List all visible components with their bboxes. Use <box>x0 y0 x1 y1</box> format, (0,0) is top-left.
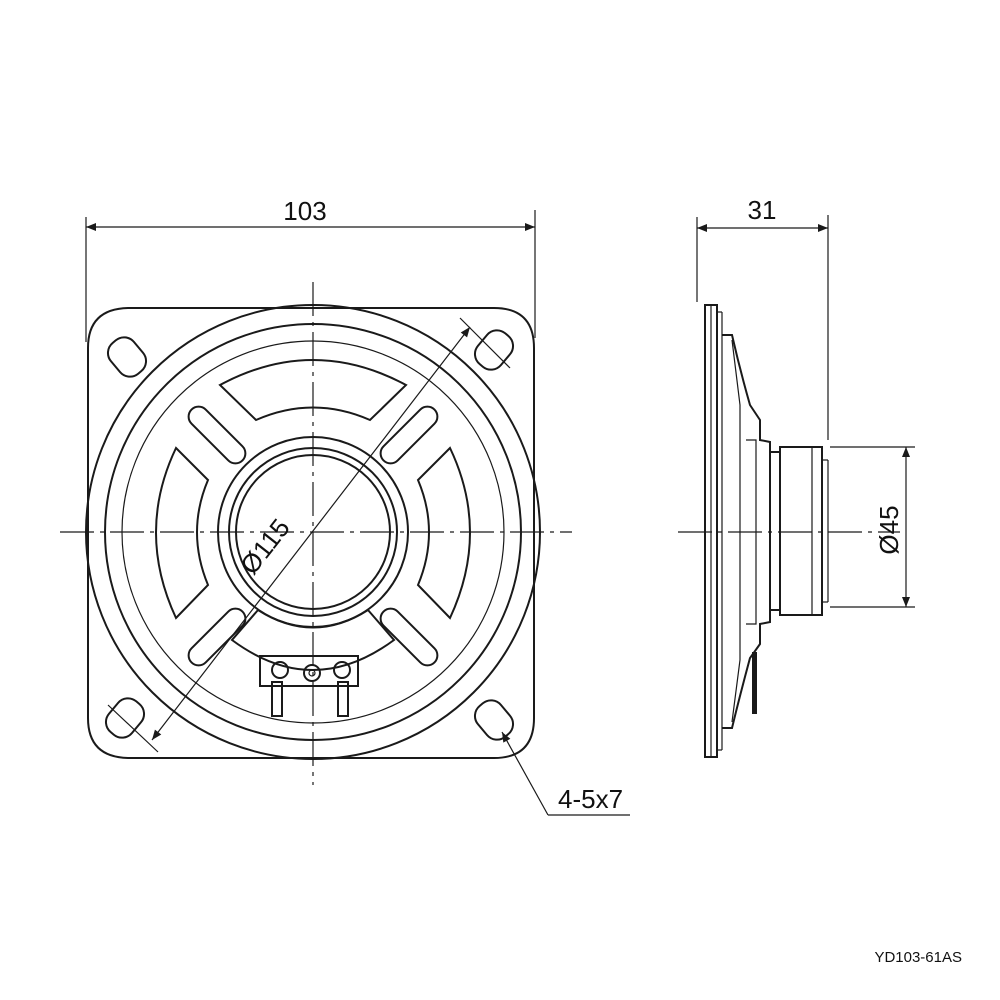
hole-leader-diagonal <box>501 731 549 816</box>
slot-bottom-left <box>187 607 247 667</box>
outer-rim-ring <box>85 304 541 760</box>
frame-outline <box>87 307 535 759</box>
side-magnet-plate <box>769 451 781 611</box>
width-dim-label: 103 <box>283 196 326 226</box>
side-magnet <box>779 446 823 616</box>
diameter-tick-bottom <box>107 704 159 753</box>
front-view: 103 Ø115 4-5x7 <box>60 196 630 816</box>
mount-hole-top-left <box>106 336 148 378</box>
diameter-dim-label: Ø115 <box>234 513 296 580</box>
magnet-dim-label: Ø45 <box>874 505 904 554</box>
depth-dim-label: 31 <box>748 195 777 225</box>
part-number-label: YD103-61AS <box>874 949 962 966</box>
mount-hole-bottom-right <box>473 699 515 741</box>
diameter-dim-line <box>151 326 471 741</box>
slot-bottom-right <box>379 607 439 667</box>
basket-window-right <box>416 446 471 620</box>
mount-hole-bottom-left <box>104 697 146 739</box>
side-view: 31 Ø45 <box>678 195 915 758</box>
side-terminal-tab <box>752 652 757 714</box>
mount-hole-top-right <box>473 329 515 371</box>
diameter-tick-top <box>459 317 511 369</box>
slot-top-left <box>187 405 247 465</box>
basket-window-left <box>155 446 210 620</box>
hole-note-label: 4-5x7 <box>558 784 623 814</box>
